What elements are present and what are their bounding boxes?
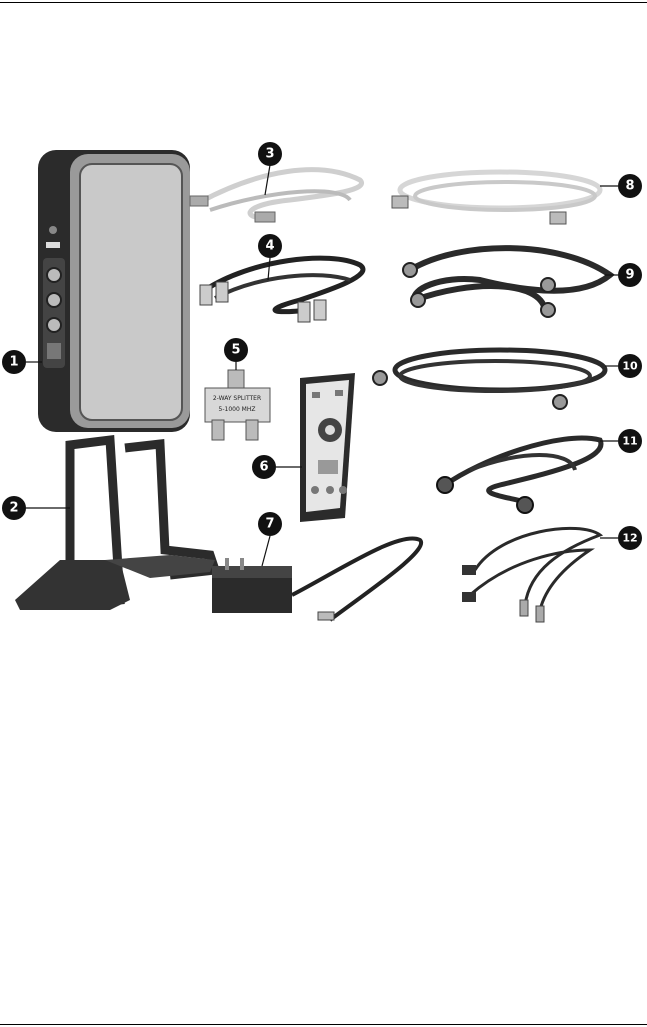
two-way-splitter: 2-WAY SPLITTER 5-1000 MHZ xyxy=(205,370,270,440)
short-coax-cables xyxy=(403,248,610,317)
usb-cable xyxy=(190,170,362,222)
callout-10: 10 xyxy=(605,354,642,378)
callout-3-label: 3 xyxy=(265,147,274,162)
stand xyxy=(15,440,215,610)
splitter-label-1: 2-WAY SPLITTER xyxy=(213,395,261,402)
callout-9: 9 xyxy=(605,263,642,287)
callout-6: 6 xyxy=(252,455,302,479)
header-rule xyxy=(0,2,647,3)
callout-6-label: 6 xyxy=(259,460,268,475)
callout-8: 8 xyxy=(600,174,642,198)
callout-1-label: 1 xyxy=(9,355,18,370)
long-coax-cable xyxy=(373,350,605,409)
callout-8-label: 8 xyxy=(625,179,634,194)
callout-3: 3 xyxy=(258,142,282,195)
callout-4-label: 4 xyxy=(265,239,274,254)
remote-control xyxy=(300,373,355,522)
video-cable xyxy=(437,438,601,513)
callout-1: 1 xyxy=(2,350,42,374)
package-contents-figure: 2-WAY SPLITTER 5-1000 MHZ xyxy=(0,130,647,650)
clear-coax-cable xyxy=(392,172,600,224)
callout-12: 12 xyxy=(600,526,642,550)
ir-emitter-cables xyxy=(462,528,600,622)
callout-2: 2 xyxy=(2,496,70,520)
callout-2-label: 2 xyxy=(9,501,18,516)
callout-5: 5 xyxy=(224,338,248,370)
callout-11: 11 xyxy=(600,429,642,453)
callout-7: 7 xyxy=(258,512,282,566)
callout-5-label: 5 xyxy=(231,343,240,358)
callout-9-label: 9 xyxy=(625,268,634,283)
callout-4: 4 xyxy=(258,234,282,280)
tuner-device xyxy=(38,150,190,432)
callout-10-label: 10 xyxy=(622,360,638,373)
splitter-label-2: 5-1000 MHZ xyxy=(219,406,256,413)
composite-av-cable xyxy=(200,258,363,322)
footer-rule xyxy=(0,1024,647,1025)
callout-11-label: 11 xyxy=(622,435,637,448)
callout-7-label: 7 xyxy=(265,517,274,532)
callout-12-label: 12 xyxy=(622,532,637,545)
power-adapter xyxy=(212,538,421,620)
